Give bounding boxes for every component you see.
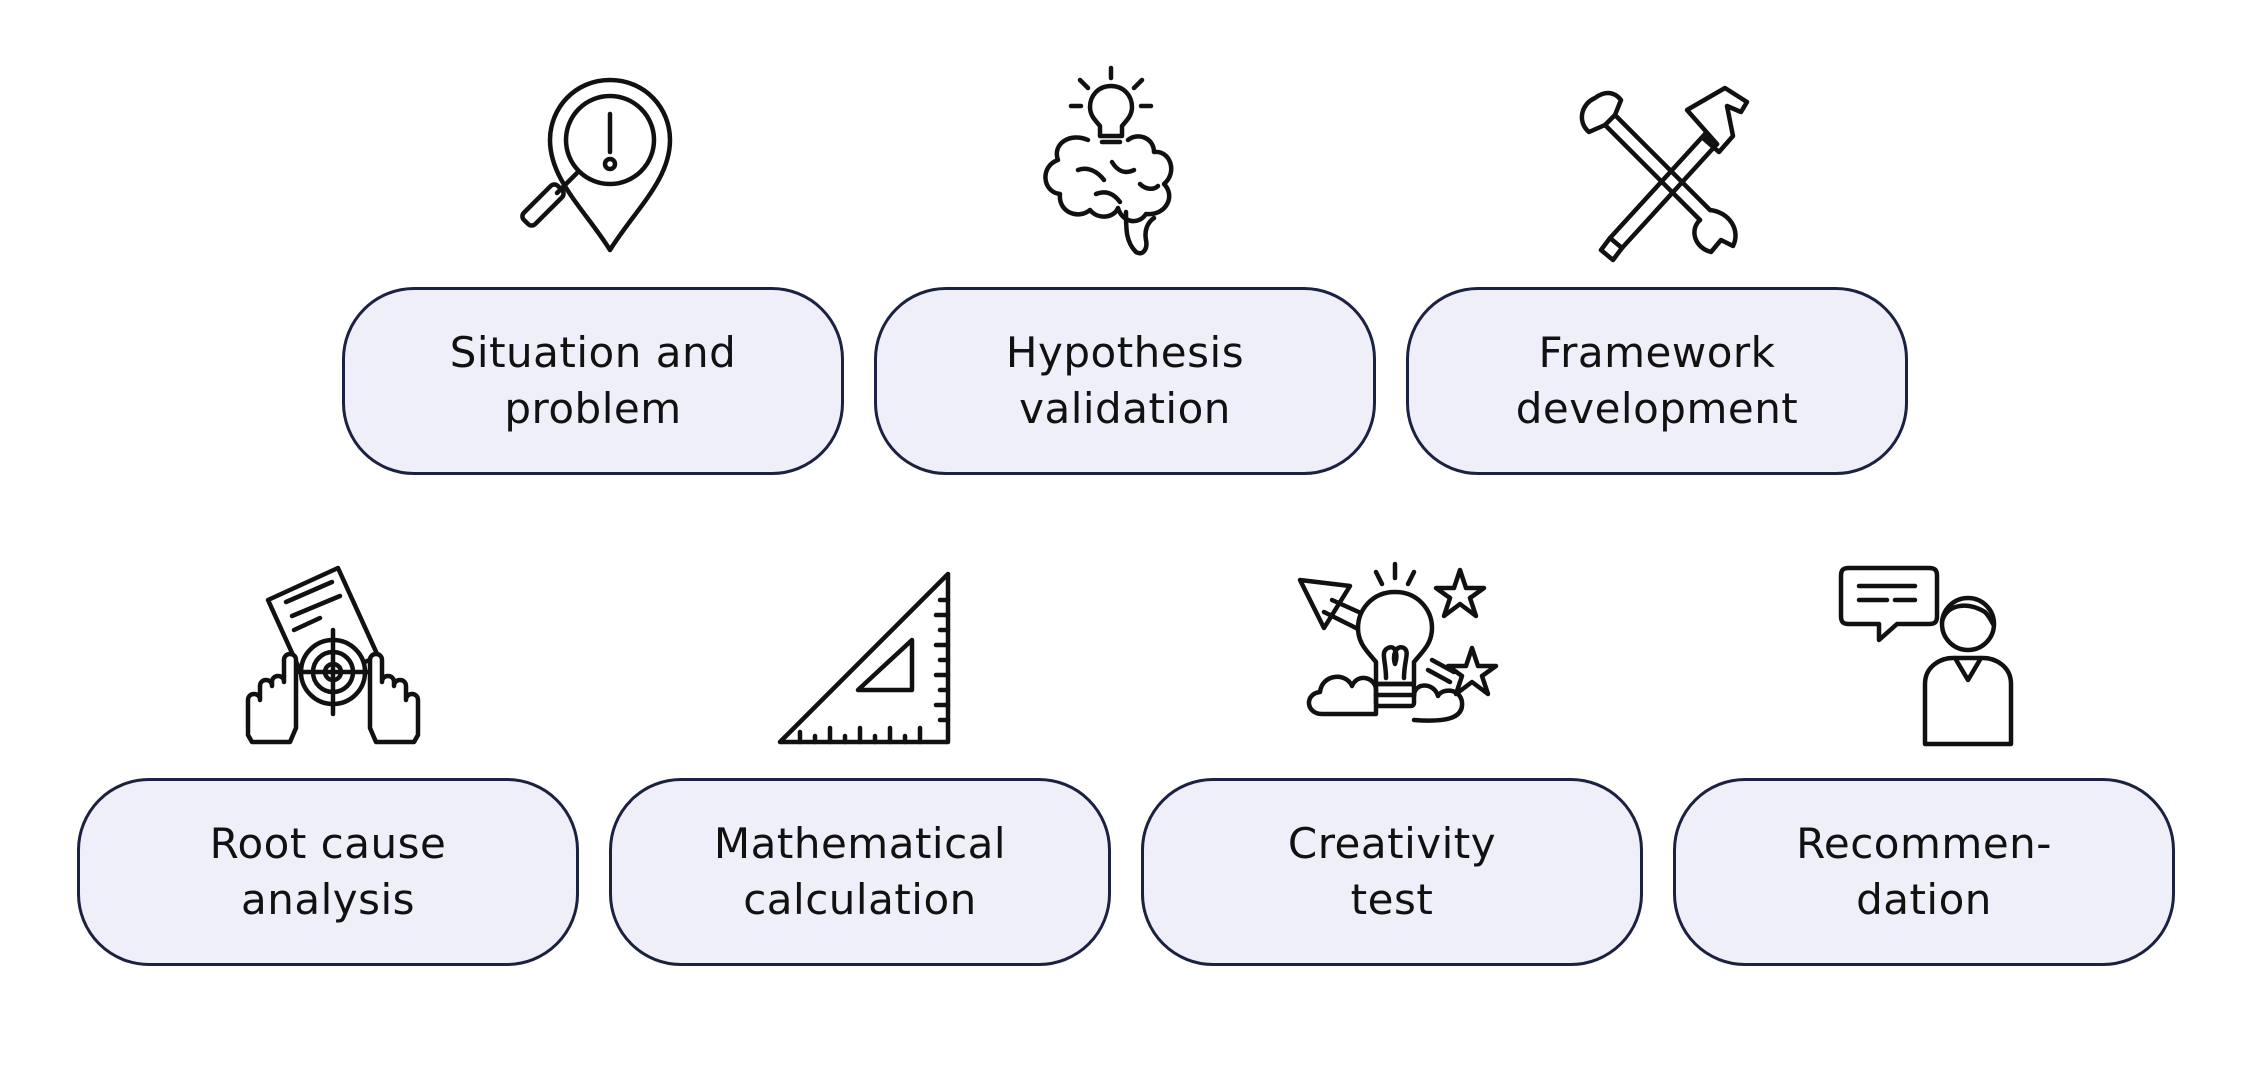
- step-label: Mathematical calculation: [713, 819, 1007, 924]
- person-speech-bubble-icon: [1825, 560, 2035, 770]
- step-card-creativity-test: Creativity test: [1141, 778, 1643, 966]
- step-card-situation-and-problem: Situation and problem: [342, 287, 844, 475]
- target-document-hands-icon: [228, 560, 438, 770]
- step-card-hypothesis-validation: Hypothesis validation: [874, 287, 1376, 475]
- step-label: Creativity test: [1287, 819, 1497, 924]
- step-card-root-cause-analysis: Root cause analysis: [77, 778, 579, 966]
- step-label: Framework development: [1515, 328, 1799, 433]
- step-card-framework-development: Framework development: [1406, 287, 1908, 475]
- step-card-recommendation: Recommen- dation: [1673, 778, 2175, 966]
- set-square-ruler-icon: [770, 560, 980, 770]
- step-label: Root cause analysis: [209, 819, 447, 924]
- step-label: Situation and problem: [449, 328, 737, 433]
- step-label: Hypothesis validation: [1005, 328, 1245, 433]
- wrench-hammer-icon: [1555, 70, 1765, 280]
- step-card-mathematical-calculation: Mathematical calculation: [609, 778, 1111, 966]
- lightbulb-rocket-stars-icon: [1292, 560, 1502, 770]
- step-label: Recommen- dation: [1796, 819, 2052, 924]
- brain-lightbulb-icon: [1008, 62, 1218, 272]
- search-alert-pin-icon: [505, 70, 715, 280]
